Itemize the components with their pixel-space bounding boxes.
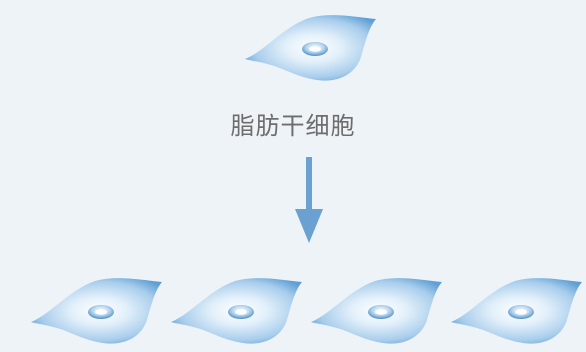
daughter-cell-2: [169, 276, 303, 346]
down-arrow-icon: [295, 157, 323, 243]
daughter-cell-4: [449, 276, 583, 346]
stem-cell: [243, 13, 377, 83]
stem-cell-label: 脂肪干细胞: [230, 112, 356, 140]
daughter-cell-1: [29, 276, 163, 346]
daughter-cell-3: [309, 276, 443, 346]
